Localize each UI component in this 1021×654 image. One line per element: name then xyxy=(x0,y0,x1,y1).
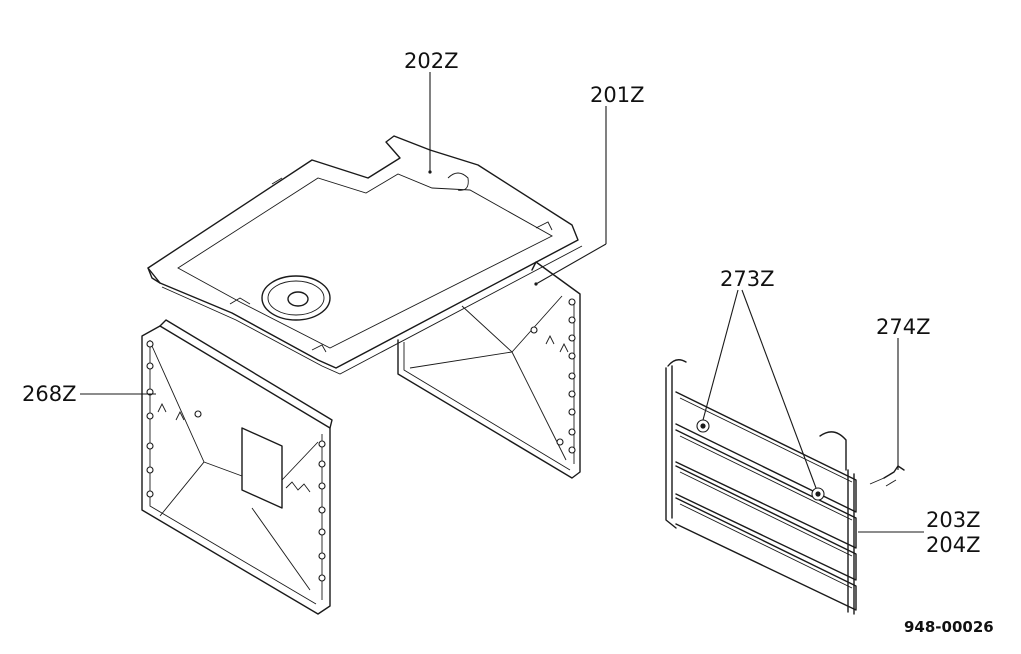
label-273z: 273Z xyxy=(720,267,774,291)
side-panel-right xyxy=(397,261,581,479)
side-panel-left xyxy=(141,319,333,615)
label-201z: 201Z xyxy=(590,83,644,107)
label-274z: 274Z xyxy=(876,315,930,339)
label-202z: 202Z xyxy=(404,49,458,73)
leader-lines xyxy=(80,72,924,533)
top-cover-plate xyxy=(147,135,583,375)
label-268z: 268Z xyxy=(22,382,76,406)
label-204z: 204Z xyxy=(926,533,980,557)
oven-rack xyxy=(665,359,857,615)
clip-part xyxy=(869,465,905,487)
label-203z: 203Z xyxy=(926,508,980,532)
drawing-number: 948-00026 xyxy=(904,618,994,636)
